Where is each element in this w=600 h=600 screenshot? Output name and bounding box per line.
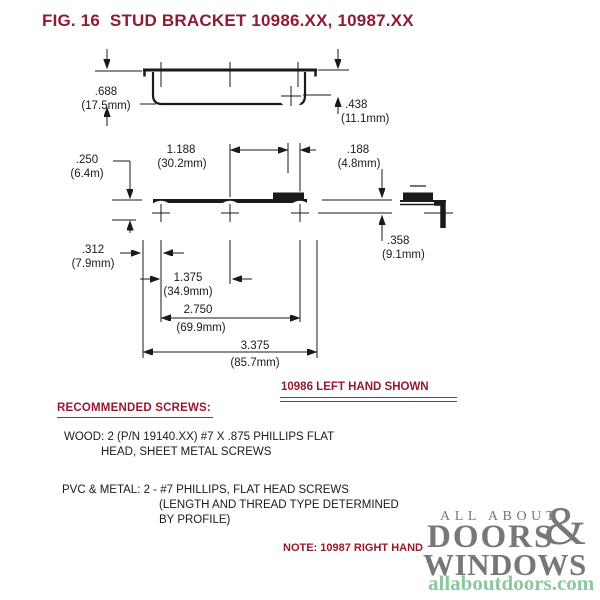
variant-double-rule [280, 397, 457, 402]
svg-text:.312: .312 [82, 244, 104, 256]
svg-text:1.375: 1.375 [174, 272, 203, 284]
svg-text:(6.4m): (6.4m) [70, 168, 103, 180]
detail-view [400, 168, 453, 228]
wood-note-line-1: WOOD: 2 (P/N 19140.XX) #7 X .875 PHILLIP… [64, 431, 335, 443]
dim-overall-length: 3.375 (85.7mm) [143, 340, 317, 369]
pvc-note-line-3: BY PROFILE) [159, 514, 231, 526]
svg-text:(7.9mm): (7.9mm) [72, 258, 115, 270]
dim-stud-height: .358 (9.1mm) [382, 169, 425, 261]
dim-stud-top-offset: .438 (11.1mm) [303, 49, 390, 125]
dim-hole1-to-hole2: 1.375 (34.9mm) [140, 272, 252, 298]
dim-stud-to-hole3: .188 (4.8mm) [302, 144, 381, 170]
stud [273, 174, 304, 200]
pvc-note-line-2: (LENGTH AND THREAD TYPE DETERMINED [159, 499, 399, 511]
plan-view [112, 143, 392, 227]
svg-text:(11.1mm): (11.1mm) [341, 113, 390, 125]
variant-label: 10986 LEFT HAND SHOWN [281, 381, 429, 393]
side-view [143, 62, 317, 108]
dim-hole1-to-hole3: 2.750 (69.9mm) [161, 304, 300, 334]
logo-ampersand: & [544, 496, 587, 556]
logo-all-about: ALL ABOUT [440, 509, 560, 524]
logo-url: allaboutdoors.com [428, 571, 595, 595]
svg-text:(17.5mm): (17.5mm) [81, 100, 130, 112]
hole-1 [148, 200, 174, 226]
right-hand-note: NOTE: 10987 RIGHT HAND [283, 542, 423, 554]
hole-3 [287, 200, 313, 226]
dim-hole2-to-stud: 1.188 (30.2mm) [157, 144, 288, 170]
svg-text:(69.9mm): (69.9mm) [176, 322, 225, 334]
recommended-screws-underline [57, 417, 213, 418]
svg-text:(85.7mm): (85.7mm) [230, 357, 279, 369]
figure-title: FIG. 16 STUD BRACKET 10986.XX, 10987.XX [42, 11, 414, 30]
svg-text:.688: .688 [95, 86, 117, 98]
hole-2 [217, 200, 243, 226]
svg-text:.438: .438 [345, 99, 367, 111]
dim-edge-offset: .250 (6.4m) [70, 154, 130, 233]
svg-text:3.375: 3.375 [241, 340, 270, 352]
pvc-note-line-1: PVC & METAL: 2 - #7 PHILLIPS, FLAT HEAD … [62, 484, 349, 496]
svg-text:(4.8mm): (4.8mm) [338, 158, 381, 170]
svg-text:1.188: 1.188 [167, 144, 196, 156]
svg-text:(34.9mm): (34.9mm) [163, 286, 212, 298]
wood-note-line-2: HEAD, SHEET METAL SCREWS [101, 446, 272, 458]
bottom-dimensions: .312 (7.9mm) 1.375 (34.9mm) 2.750 (69.9m… [72, 240, 318, 369]
dim-end-to-hole1: .312 (7.9mm) [72, 244, 184, 270]
dim-height: .688 (17.5mm) [81, 49, 156, 126]
svg-text:.188: .188 [347, 144, 369, 156]
logo-doors: DOORS [427, 519, 555, 555]
recommended-screws-heading: RECOMMENDED SCREWS: [57, 402, 211, 414]
svg-text:2.750: 2.750 [184, 304, 213, 316]
svg-text:.250: .250 [76, 154, 98, 166]
logo-windows: WINDOWS [423, 547, 587, 582]
svg-text:(9.1mm): (9.1mm) [382, 249, 425, 261]
svg-text:.358: .358 [387, 235, 409, 247]
svg-text:(30.2mm): (30.2mm) [157, 158, 206, 170]
